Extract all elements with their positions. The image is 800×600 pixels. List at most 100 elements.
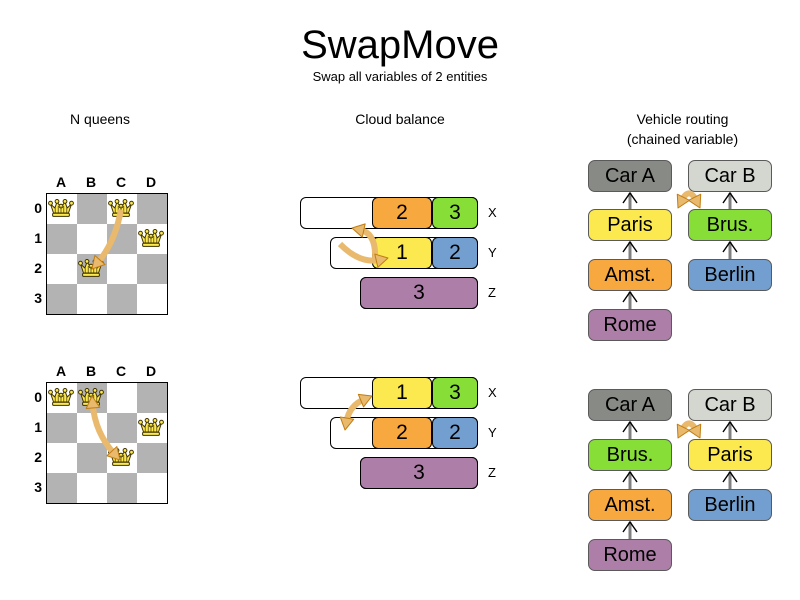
board-cell-b2[interactable] bbox=[77, 443, 107, 473]
cloud-block-blue-2[interactable]: 2 bbox=[432, 237, 478, 269]
board-cell-a2[interactable] bbox=[47, 443, 77, 473]
board-cell-b1[interactable] bbox=[77, 413, 107, 443]
column-label-c: C bbox=[115, 363, 127, 379]
cloud-row-label-z: Z bbox=[488, 285, 496, 300]
column-label-d: D bbox=[145, 174, 157, 190]
queen-icon bbox=[108, 447, 134, 466]
cloud-block-green-3[interactable]: 3 bbox=[432, 197, 478, 229]
row-label-3: 3 bbox=[34, 479, 42, 495]
vrp-node-car-a[interactable]: Car A bbox=[588, 160, 672, 192]
vrp-node-brus[interactable]: Brus. bbox=[588, 439, 672, 471]
row-label-0: 0 bbox=[34, 200, 42, 216]
queen-c2[interactable] bbox=[106, 442, 136, 472]
board-cell-a3[interactable] bbox=[47, 284, 77, 314]
queen-icon bbox=[78, 258, 104, 277]
page-subtitle: Swap all variables of 2 entities bbox=[312, 69, 488, 84]
row-label-0: 0 bbox=[34, 389, 42, 405]
board-cell-c2[interactable] bbox=[107, 254, 137, 284]
column-label-a: A bbox=[55, 363, 67, 379]
row-label-2: 2 bbox=[34, 449, 42, 465]
cloud-row-label-y: Y bbox=[488, 425, 497, 440]
section-heading-vehicle-routing: Vehicle routing (chained variable) bbox=[600, 109, 765, 149]
vrp-chain-arrow bbox=[622, 240, 638, 259]
board-cell-b0[interactable] bbox=[77, 194, 107, 224]
board-cell-b3[interactable] bbox=[77, 473, 107, 503]
vrp-swap-arrow-after bbox=[676, 420, 702, 439]
vrp-chain-arrow bbox=[622, 191, 638, 209]
cloud-block-green-3[interactable]: 3 bbox=[432, 377, 478, 409]
board-cell-c1[interactable] bbox=[107, 224, 137, 254]
cloud-block-orange-2[interactable]: 2 bbox=[372, 417, 432, 449]
vrp-chain-arrow bbox=[722, 240, 738, 259]
vrp-chain-arrow bbox=[622, 520, 638, 539]
vrp-node-paris[interactable]: Paris bbox=[588, 209, 672, 241]
vrp-node-paris[interactable]: Paris bbox=[688, 439, 772, 471]
queen-d1[interactable] bbox=[136, 223, 166, 253]
section-heading-vrp-line2: (chained variable) bbox=[626, 131, 739, 147]
cloud-block-yellow-1[interactable]: 1 bbox=[372, 377, 432, 409]
vrp-node-car-b[interactable]: Car B bbox=[688, 160, 772, 192]
queen-icon bbox=[108, 198, 134, 217]
queen-b2[interactable] bbox=[76, 253, 106, 283]
section-heading-nqueens: N queens bbox=[70, 111, 130, 127]
row-label-1: 1 bbox=[34, 419, 42, 435]
queen-a0[interactable] bbox=[46, 382, 76, 412]
cloud-block-purple-3[interactable]: 3 bbox=[360, 277, 478, 309]
cloud-block-purple-3[interactable]: 3 bbox=[360, 457, 478, 489]
vrp-chain-arrow bbox=[622, 420, 638, 439]
vrp-node-brus[interactable]: Brus. bbox=[688, 209, 772, 241]
vrp-node-car-a[interactable]: Car A bbox=[588, 389, 672, 421]
board-cell-a3[interactable] bbox=[47, 473, 77, 503]
section-heading-vrp-line1: Vehicle routing bbox=[636, 111, 729, 127]
column-label-a: A bbox=[55, 174, 67, 190]
vrp-node-rome[interactable]: Rome bbox=[588, 309, 672, 341]
queen-icon bbox=[138, 417, 164, 436]
vrp-node-berlin[interactable]: Berlin bbox=[688, 259, 772, 291]
queen-icon bbox=[78, 387, 104, 406]
board-cell-b3[interactable] bbox=[77, 284, 107, 314]
board-cell-c1[interactable] bbox=[107, 413, 137, 443]
queen-icon bbox=[48, 387, 74, 406]
board-cell-d0[interactable] bbox=[137, 194, 167, 224]
vrp-chain-arrow bbox=[722, 191, 738, 209]
board-cell-b1[interactable] bbox=[77, 224, 107, 254]
cloud-row-label-x: X bbox=[488, 205, 497, 220]
cloud-block-orange-2[interactable]: 2 bbox=[372, 197, 432, 229]
queen-b0[interactable] bbox=[76, 382, 106, 412]
vrp-node-berlin[interactable]: Berlin bbox=[688, 489, 772, 521]
board-cell-d3[interactable] bbox=[137, 473, 167, 503]
board-cell-d2[interactable] bbox=[137, 443, 167, 473]
vrp-node-amst[interactable]: Amst. bbox=[588, 489, 672, 521]
board-cell-a2[interactable] bbox=[47, 254, 77, 284]
queen-d1[interactable] bbox=[136, 412, 166, 442]
queen-c0[interactable] bbox=[106, 193, 136, 223]
queen-icon bbox=[48, 198, 74, 217]
section-heading-cloud-balance: Cloud balance bbox=[355, 111, 445, 127]
vrp-node-rome[interactable]: Rome bbox=[588, 539, 672, 571]
column-label-b: B bbox=[85, 363, 97, 379]
board-cell-a1[interactable] bbox=[47, 413, 77, 443]
column-label-c: C bbox=[115, 174, 127, 190]
column-label-d: D bbox=[145, 363, 157, 379]
queen-a0[interactable] bbox=[46, 193, 76, 223]
board-cell-d2[interactable] bbox=[137, 254, 167, 284]
board-cell-d3[interactable] bbox=[137, 284, 167, 314]
board-cell-d0[interactable] bbox=[137, 383, 167, 413]
board-cell-a1[interactable] bbox=[47, 224, 77, 254]
vrp-swap-arrow-before bbox=[676, 190, 702, 209]
cloud-block-yellow-1[interactable]: 1 bbox=[372, 237, 432, 269]
board-cell-c3[interactable] bbox=[107, 473, 137, 503]
vrp-node-amst[interactable]: Amst. bbox=[588, 259, 672, 291]
vrp-chain-arrow bbox=[622, 470, 638, 489]
board-cell-c3[interactable] bbox=[107, 284, 137, 314]
vrp-chain-arrow bbox=[722, 420, 738, 439]
vrp-chain-arrow bbox=[622, 290, 638, 309]
page-title: SwapMove bbox=[301, 23, 499, 67]
row-label-2: 2 bbox=[34, 260, 42, 276]
vrp-node-car-b[interactable]: Car B bbox=[688, 389, 772, 421]
board-cell-c0[interactable] bbox=[107, 383, 137, 413]
cloud-block-blue-2[interactable]: 2 bbox=[432, 417, 478, 449]
column-label-b: B bbox=[85, 174, 97, 190]
row-label-3: 3 bbox=[34, 290, 42, 306]
